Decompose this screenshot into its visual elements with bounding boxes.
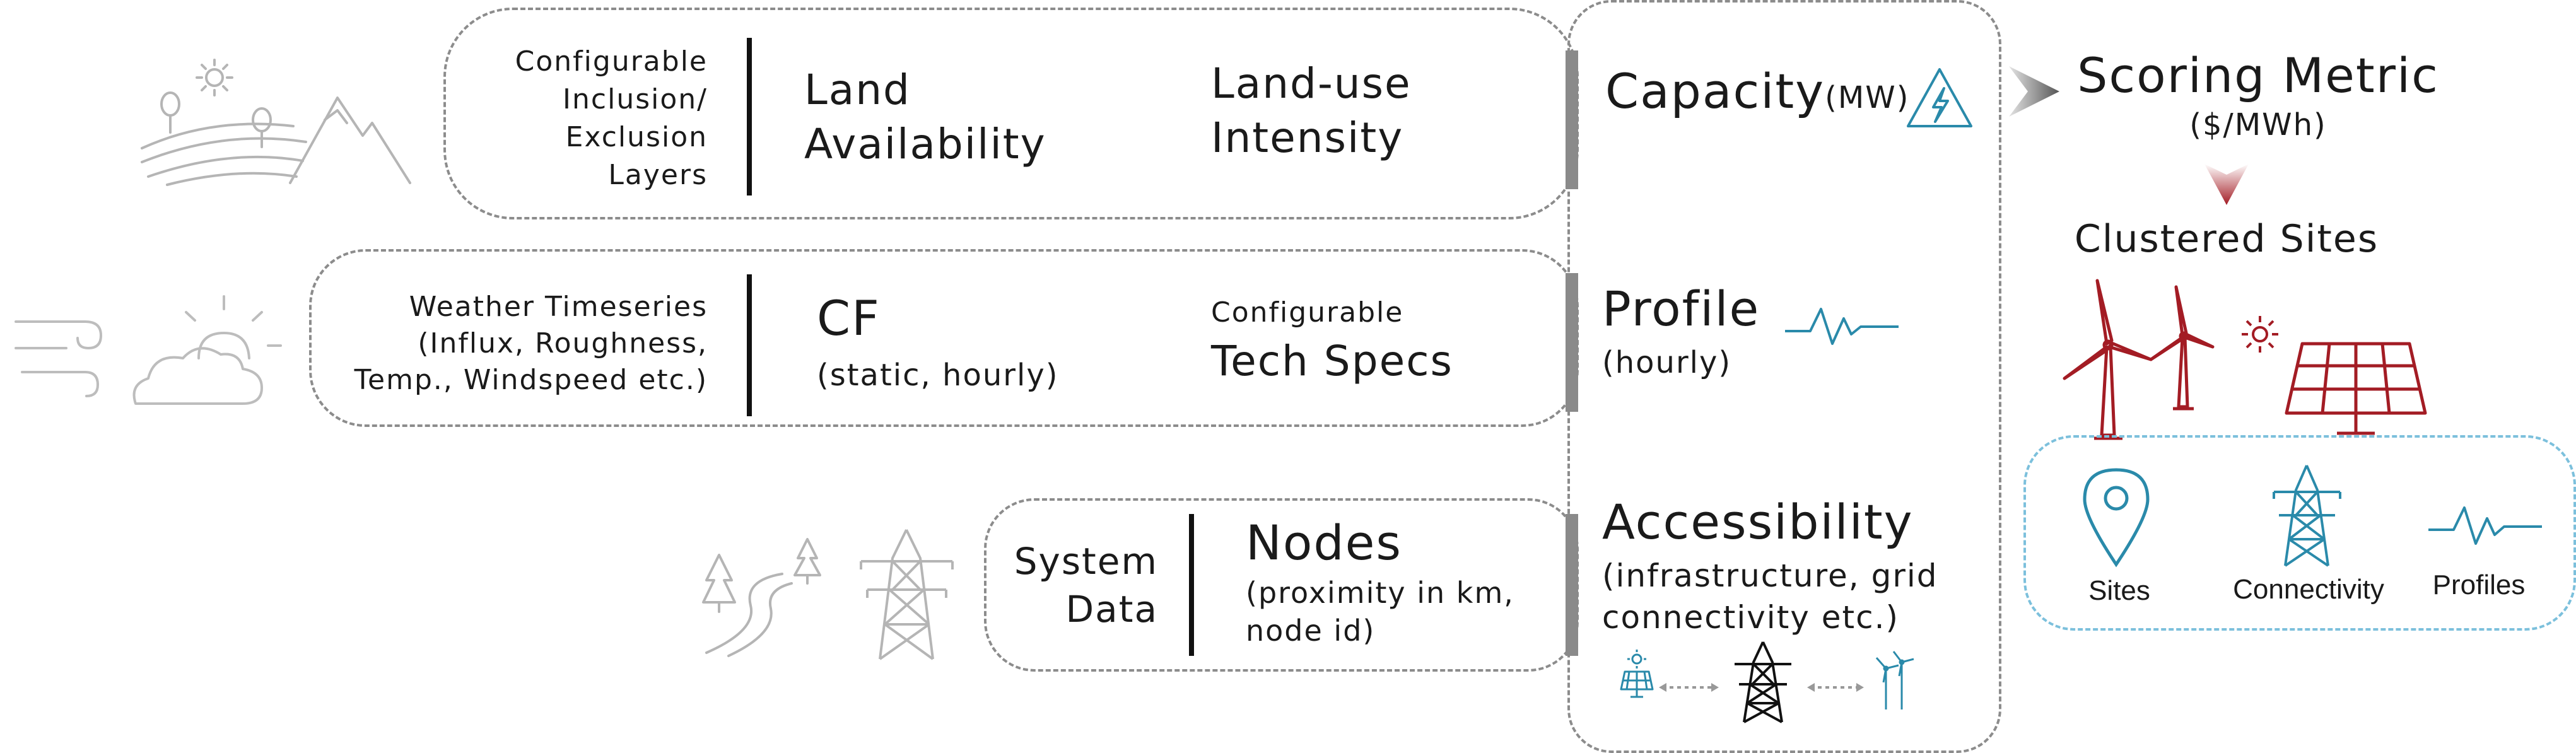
nodes-title: Nodes <box>1246 515 1402 571</box>
row2-divider <box>747 274 752 416</box>
location-pin-icon <box>2083 468 2150 568</box>
land-use-intensity-label: Land-use Intensity <box>1211 59 1412 162</box>
wind-turbines-icon <box>2063 279 2215 440</box>
profile-label: Profile <box>1602 281 1760 337</box>
scoring-metric-unit: ($/MWh) <box>2189 107 2327 143</box>
accessibility-subtitle: (infrastructure, grid connectivity etc.) <box>1602 557 1938 636</box>
clustered-sites-legend <box>2023 435 2576 631</box>
accessibility-bar <box>1566 514 1578 656</box>
clustered-sites-title: Clustered Sites <box>2074 217 2379 261</box>
tech-specs-label: Tech Specs <box>1211 337 1453 385</box>
connectivity-tower-icon <box>2273 465 2341 567</box>
chevron-right-icon <box>2009 66 2059 117</box>
configurable-label: Configurable <box>1211 296 1404 329</box>
profile-wave-icon <box>1785 308 1899 345</box>
cf-subtitle: (static, hourly) <box>817 358 1059 393</box>
chevron-down-icon <box>2204 164 2249 205</box>
accessibility-label: Accessibility <box>1602 494 1914 550</box>
profile-bar <box>1566 273 1578 412</box>
legend-profiles-label: Profiles <box>2432 569 2526 600</box>
nodes-subtitle: (proximity in km, node id) <box>1246 576 1514 648</box>
solar-panel-icon <box>2285 342 2427 435</box>
row1-divider <box>747 38 752 196</box>
sun-icon <box>2242 316 2278 353</box>
lightning-warning-icon <box>1907 68 1972 127</box>
landscape-icon <box>141 59 411 186</box>
land-availability-label: Land Availability <box>804 66 1046 168</box>
row1-label: Configurable Inclusion/ Exclusion Layers <box>515 45 708 191</box>
road-trees-icon <box>702 538 821 657</box>
grid-connection-icon <box>1620 641 1914 723</box>
capacity-label: Capacity(MW) <box>1605 63 1910 119</box>
row3-label: System Data <box>1014 540 1158 631</box>
cf-title: CF <box>817 290 881 346</box>
transmission-tower-icon <box>860 529 954 660</box>
capacity-bar <box>1566 50 1578 189</box>
profile-subtitle: (hourly) <box>1602 345 1732 380</box>
weather-icon <box>15 295 282 405</box>
profiles-wave-icon <box>2428 506 2542 545</box>
legend-sites-label: Sites <box>2088 575 2150 606</box>
row2-label: Weather Timeseries (Influx, Roughness, T… <box>354 291 708 396</box>
legend-connectivity-label: Connectivity <box>2233 574 2384 605</box>
row3-divider <box>1189 514 1194 656</box>
scoring-metric-title: Scoring Metric <box>2077 47 2439 103</box>
